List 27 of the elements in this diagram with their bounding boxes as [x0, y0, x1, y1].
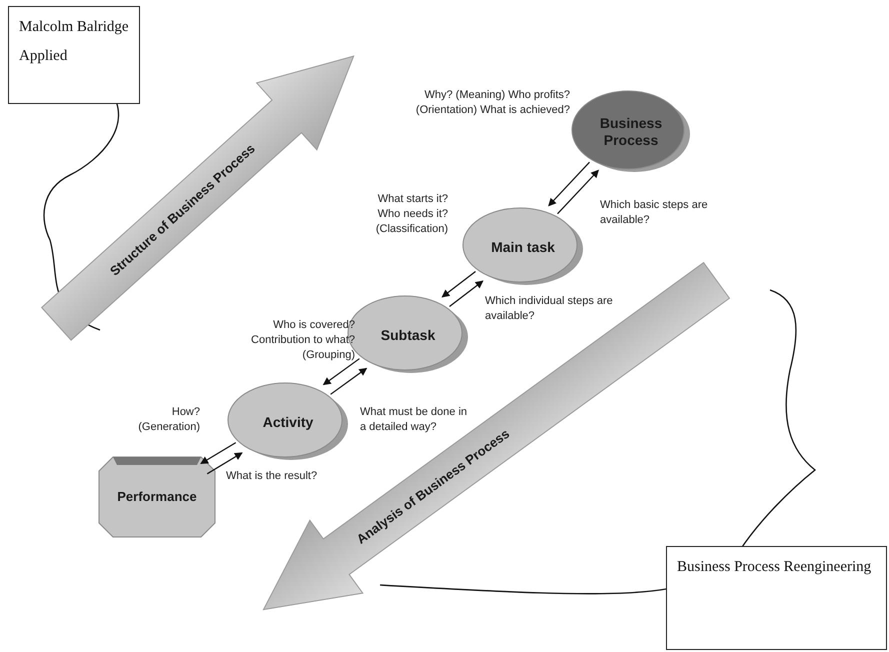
edge-label: Why? (Meaning) Who profits? (Orientation) What is achieved?: [414, 88, 570, 118]
edge-label: How? (Generation): [137, 405, 200, 435]
arrow: [330, 368, 368, 395]
arrow: [442, 271, 476, 298]
arrow: [548, 162, 590, 206]
node-label: Performance: [117, 489, 197, 505]
octagon-node: [99, 457, 215, 537]
ellipse-node: [571, 90, 691, 174]
edge-label: Who is covered? Contribution to what? (Grouping): [250, 318, 355, 363]
arrow: [206, 452, 243, 474]
arrow: [200, 442, 236, 464]
edge-label: What starts it? Who needs it? (Classification): [374, 192, 448, 237]
ellipse-node: [462, 207, 584, 287]
note-box: Business Process Reengineering: [666, 546, 887, 650]
node-label: Main task: [491, 238, 555, 256]
edge-label: What must be done in a detailed way?: [360, 405, 468, 433]
arrow: [449, 280, 484, 307]
ellipse-node: [227, 382, 349, 462]
note-box: Malcolm Balridge Applied: [8, 6, 140, 104]
edge-label: Which basic steps are available?: [600, 198, 709, 228]
node-label: Business Process: [598, 115, 664, 149]
arrow: [322, 358, 360, 386]
node-label: Activity: [262, 414, 314, 430]
edge-label: Which individual steps are available?: [485, 294, 614, 324]
edge-label: What is the result?: [226, 469, 318, 484]
node-label: Subtask: [380, 326, 436, 344]
arrow: [557, 170, 599, 214]
